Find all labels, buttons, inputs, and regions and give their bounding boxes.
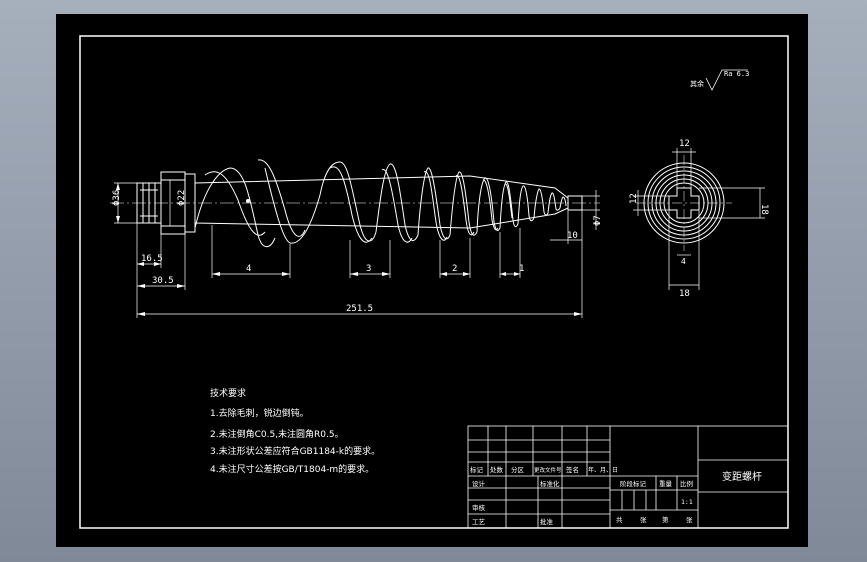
drawing-title: 变距螺杆 xyxy=(722,470,762,483)
dim-hub-diameter: Φ22 xyxy=(177,190,187,206)
tb-sheets-total: 共 xyxy=(616,515,623,524)
tb-header-count: 处数 xyxy=(490,465,504,474)
dimension-arrows xyxy=(116,183,582,316)
dim-overall-length: 251.5 xyxy=(346,304,373,314)
tb-header-date: 年、月、日 xyxy=(588,466,618,474)
surface-mark-value: Ra 6.3 xyxy=(724,70,749,78)
tech-requirement-item: 4.未注尺寸公差按GB/T1804-m的要求。 xyxy=(210,463,374,475)
tb-process: 工艺 xyxy=(472,518,486,526)
drawing-sheet xyxy=(56,14,808,547)
screw-end-view xyxy=(636,155,732,251)
screw-core xyxy=(194,175,569,229)
dim-pitch-3: 2 xyxy=(452,264,457,274)
end-view-dimensions xyxy=(633,148,765,290)
tb-header-signature: 签名 xyxy=(566,465,579,474)
dim-shaft-diameter: Φ36 xyxy=(112,190,122,206)
dim-left-step: 16.5 xyxy=(141,254,163,264)
tb-scale: 比例 xyxy=(680,479,693,488)
dim-keyway-center: 4 xyxy=(681,257,686,266)
tech-requirement-item: 2.未注倒角C0.5,未注圆角R0.5。 xyxy=(210,428,344,440)
dim-pitch-1: 4 xyxy=(246,264,251,274)
tech-requirement-item: 3.未注形状公差应符合GB1184-k的要求。 xyxy=(210,445,380,457)
dim-left-length: 30.5 xyxy=(152,276,174,286)
dim-keyway-left: 12 xyxy=(629,193,639,204)
tech-requirement-item: 1.去除毛刺，锐边倒钝。 xyxy=(210,407,309,419)
dim-keyway-bottom: 18 xyxy=(679,289,690,299)
drawing-frame xyxy=(79,35,789,529)
tb-header-change-doc: 更改文件号 xyxy=(534,466,562,474)
tech-requirements: 技术要求 1.去除毛刺，锐边倒钝。 2.未注倒角C0.5,未注圆角R0.5。 3… xyxy=(210,387,380,475)
dim-pitch-2: 3 xyxy=(366,264,371,274)
tb-stage-mark: 阶段标记 xyxy=(620,479,647,488)
tb-header-mark: 标记 xyxy=(470,465,484,474)
tb-scale-value: 1:1 xyxy=(681,498,693,506)
tb-sheet-word-1: 张 xyxy=(640,515,647,524)
tb-header-zone: 分区 xyxy=(511,465,525,474)
tb-sheet-word-2: 张 xyxy=(686,515,693,524)
surface-mark-prefix: 其余 xyxy=(690,79,704,88)
screw-side-view xyxy=(110,159,600,248)
tb-sheet-no: 第 xyxy=(662,515,669,524)
tb-review: 审核 xyxy=(472,503,486,512)
tb-approve: 批准 xyxy=(540,517,554,526)
tb-design: 设计 xyxy=(472,479,486,488)
tb-weight: 重量 xyxy=(659,480,673,488)
title-block-text: 标记 处数 分区 更改文件号 签名 年、月、日 设计 标准化 审核 工艺 批准 … xyxy=(470,465,693,526)
tb-standardize: 标准化 xyxy=(540,479,560,488)
tech-requirements-heading: 技术要求 xyxy=(210,387,246,399)
surface-roughness-mark: 其余 Ra 6.3 xyxy=(690,69,749,91)
dim-tip-length: 10 xyxy=(567,231,578,241)
dim-tip-diameter: Φ7 xyxy=(593,215,603,226)
dim-keyway-top: 12 xyxy=(679,139,690,149)
dim-pitch-4: 1 xyxy=(519,264,524,274)
dim-keyway-right: 18 xyxy=(759,204,769,215)
title-block xyxy=(467,425,789,529)
